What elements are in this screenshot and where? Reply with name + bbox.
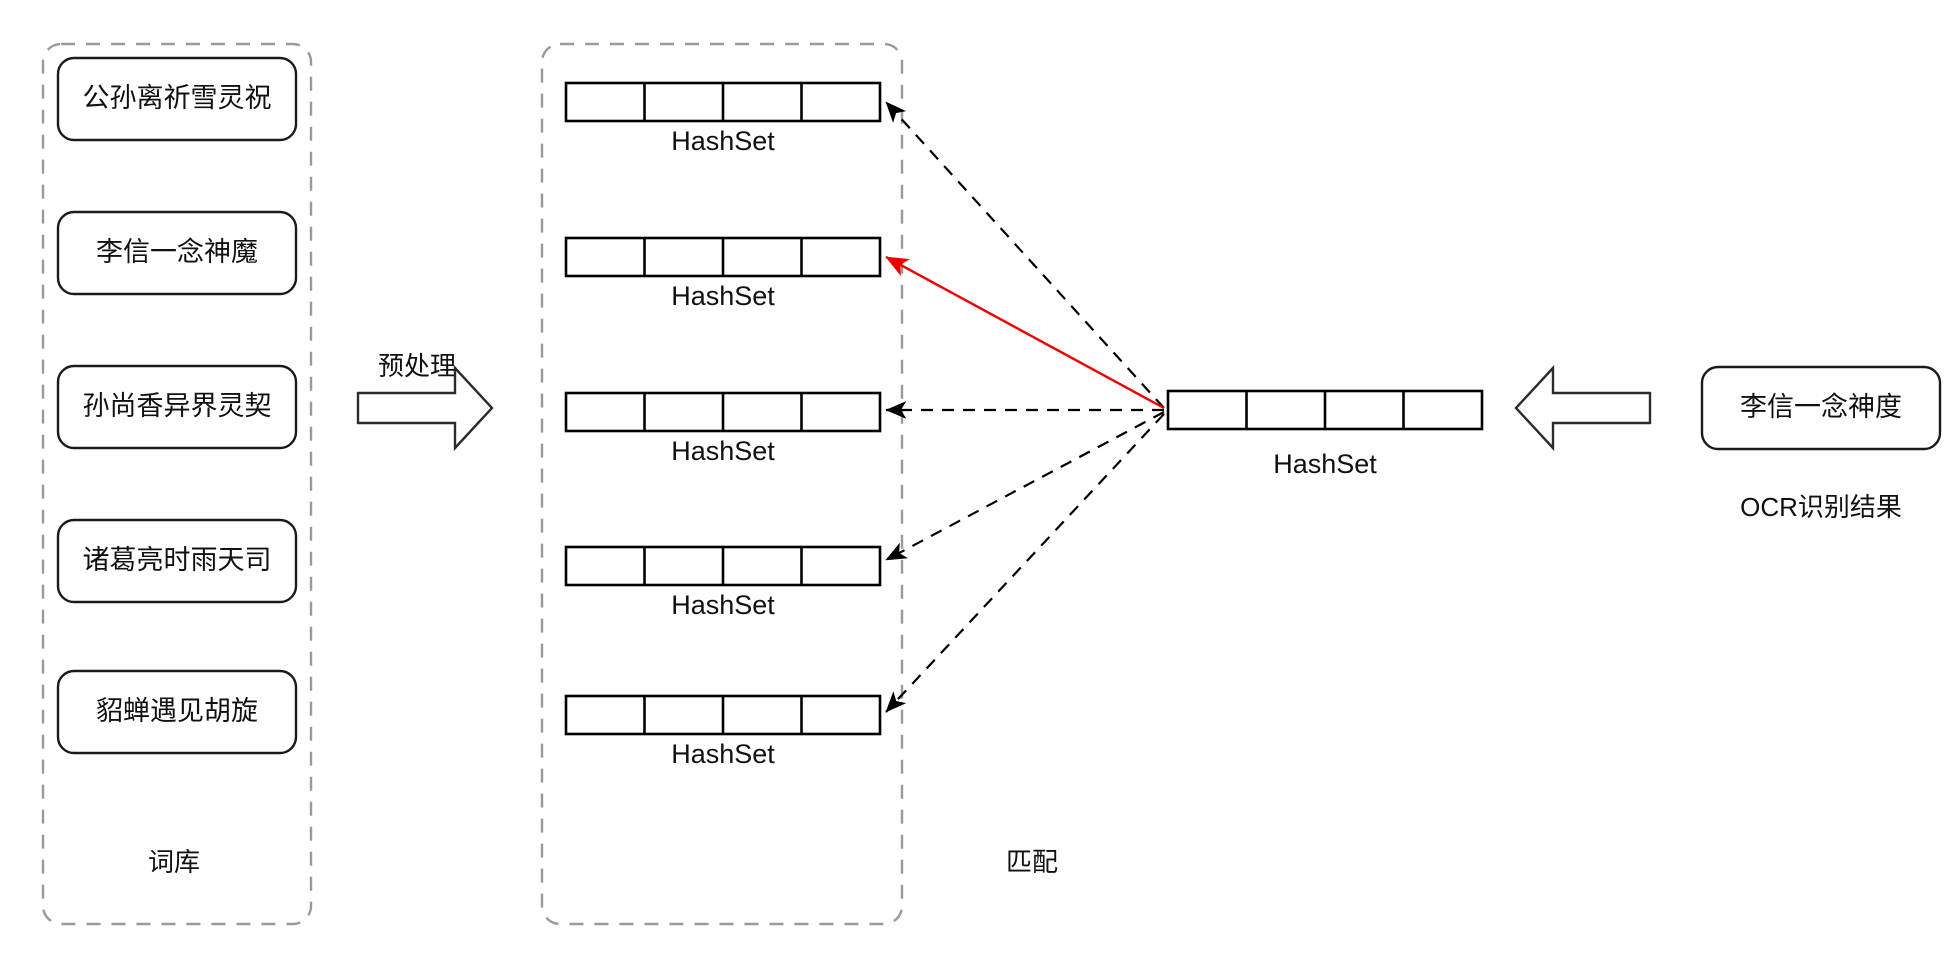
connector-to-hashset-5 [885,413,1165,713]
lexicon-panel-label: 词库 [148,847,200,877]
match-panel-label: 匹配 [1006,847,1058,877]
ocr-result-label: 李信一念神度 [1740,392,1902,422]
hashset-row[interactable]: HashSet [564,81,882,156]
lexicon-entry-label: 公孙离祈雪灵祝 [83,83,272,113]
query-hashset[interactable]: HashSet [1166,389,1484,479]
preprocess-arrow-icon [356,364,494,452]
list-item[interactable]: 诸葛亮时雨天司 [56,518,298,604]
connector-to-hashset-1 [885,101,1165,409]
lexicon-entry-label: 孙尚香异界灵契 [83,391,272,421]
connector-to-hashset-4 [885,411,1165,561]
hashset-label: HashSet [671,590,775,620]
lexicon-entry-label: 李信一念神魔 [96,237,258,267]
ocr-result-caption: OCR识别结果 [1740,492,1902,522]
match-container [540,42,904,926]
list-item[interactable]: 公孙离祈雪灵祝 [56,56,298,142]
preprocess-label: 预处理 [378,351,456,381]
lexicon-entry-label: 诸葛亮时雨天司 [83,545,272,575]
list-item[interactable]: 貂蝉遇见胡旋 [56,669,298,755]
query-hashset-label: HashSet [1273,449,1377,479]
lexicon-container [41,42,313,926]
lexicon-entry-label: 貂蝉遇见胡旋 [96,696,258,726]
hashset-row[interactable]: HashSet [564,391,882,466]
hashset-label: HashSet [671,281,775,311]
lexicon-entry-box[interactable] [56,56,298,142]
list-item[interactable]: 孙尚香异界灵契 [56,364,298,450]
lexicon-entry-box[interactable] [56,210,298,296]
hashset-label: HashSet [671,739,775,769]
list-item[interactable]: 李信一念神魔 [56,210,298,296]
ocr-input-arrow-icon [1514,364,1652,452]
lexicon-entry-box[interactable] [56,518,298,604]
hashset-row[interactable]: HashSet [564,694,882,769]
hashset-row[interactable]: HashSet [564,545,882,620]
hashset-label: HashSet [671,436,775,466]
ocr-result[interactable]: 李信一念神度 OCR识别结果 [1700,365,1942,522]
lexicon-entry-box[interactable] [56,669,298,755]
lexicon-entry-box[interactable] [56,364,298,450]
hashset-row[interactable]: HashSet [564,236,882,311]
ocr-result-box[interactable] [1700,365,1942,451]
hashset-label: HashSet [671,126,775,156]
connector-match-to-hashset-2 [885,255,1165,410]
